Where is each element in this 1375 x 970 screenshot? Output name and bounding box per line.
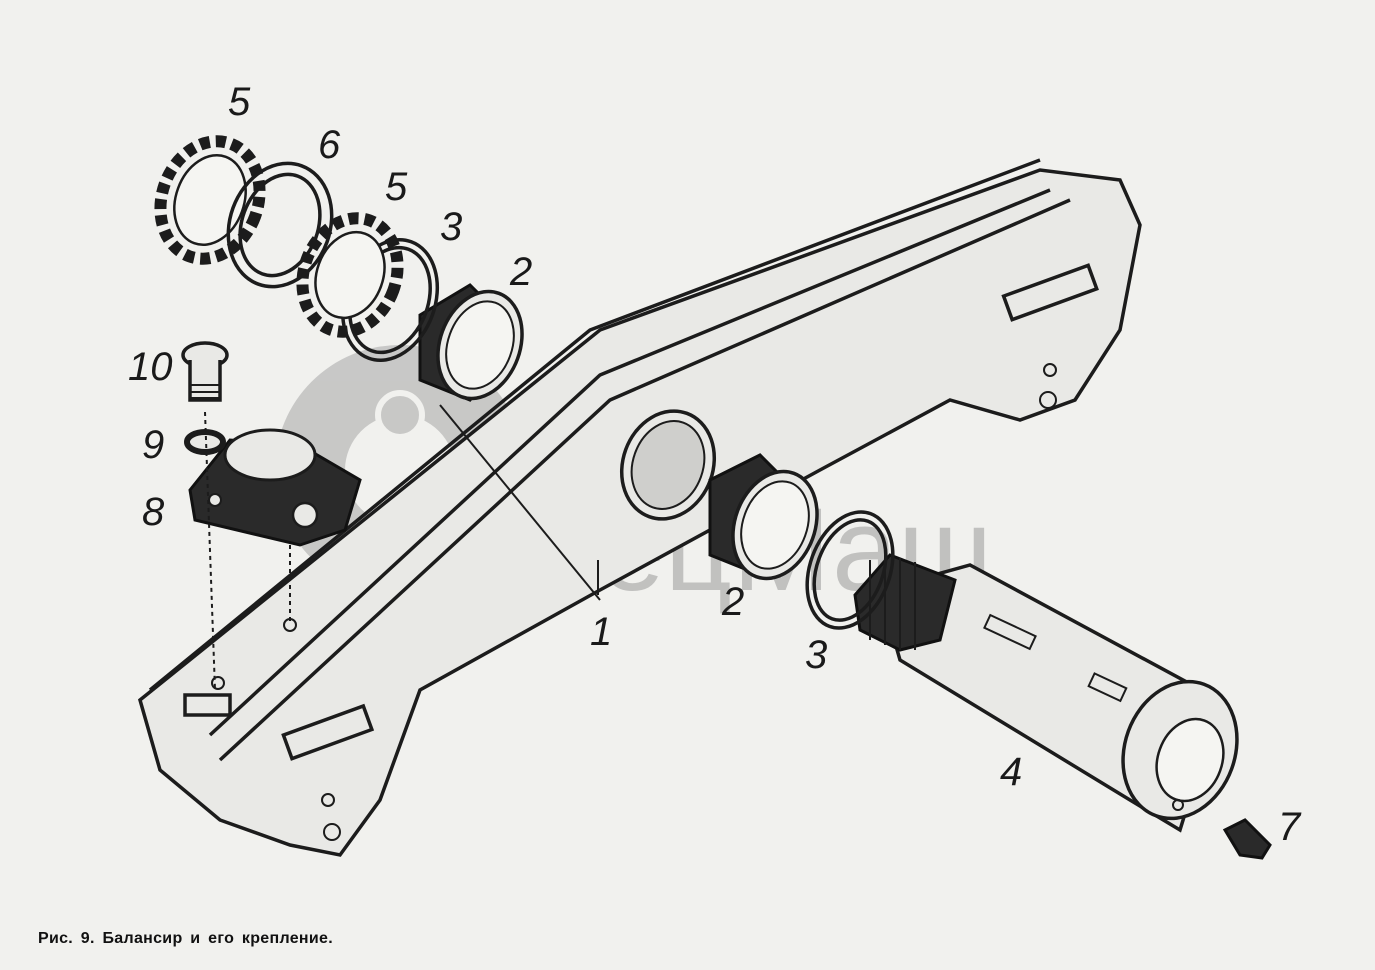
callout-8: 8 bbox=[142, 490, 165, 534]
grease-fitting bbox=[1222, 818, 1272, 860]
callout-5-inner: 5 bbox=[385, 165, 408, 209]
ring-lower bbox=[805, 510, 895, 630]
callout-1: 1 bbox=[590, 610, 612, 654]
balancer-exploded-drawing: СпецМаш bbox=[128, 80, 1302, 860]
callout-4: 4 bbox=[1000, 750, 1022, 794]
callout-3-upper: 3 bbox=[440, 205, 462, 249]
bushing-lower bbox=[708, 453, 819, 581]
nut-outer bbox=[154, 135, 266, 265]
callout-10: 10 bbox=[128, 345, 173, 389]
bolt bbox=[181, 341, 291, 691]
callout-2-upper: 2 bbox=[509, 250, 532, 294]
callout-9: 9 bbox=[142, 423, 164, 467]
callout-3-lower: 3 bbox=[805, 633, 827, 677]
callout-6: 6 bbox=[318, 123, 341, 167]
bushing-upper bbox=[418, 283, 524, 402]
callout-2-lower: 2 bbox=[721, 580, 744, 624]
pin-axle bbox=[853, 553, 1239, 833]
spring-washer bbox=[184, 429, 226, 455]
callout-7: 7 bbox=[1278, 805, 1302, 849]
nut-inner bbox=[296, 212, 404, 338]
callout-5-outer: 5 bbox=[228, 80, 251, 124]
figure-caption: Рис. 9. Балансир и его крепление. bbox=[38, 930, 333, 947]
balancer-arm bbox=[137, 158, 1142, 857]
cover-bracket bbox=[188, 428, 362, 547]
lock-washer bbox=[226, 161, 334, 289]
